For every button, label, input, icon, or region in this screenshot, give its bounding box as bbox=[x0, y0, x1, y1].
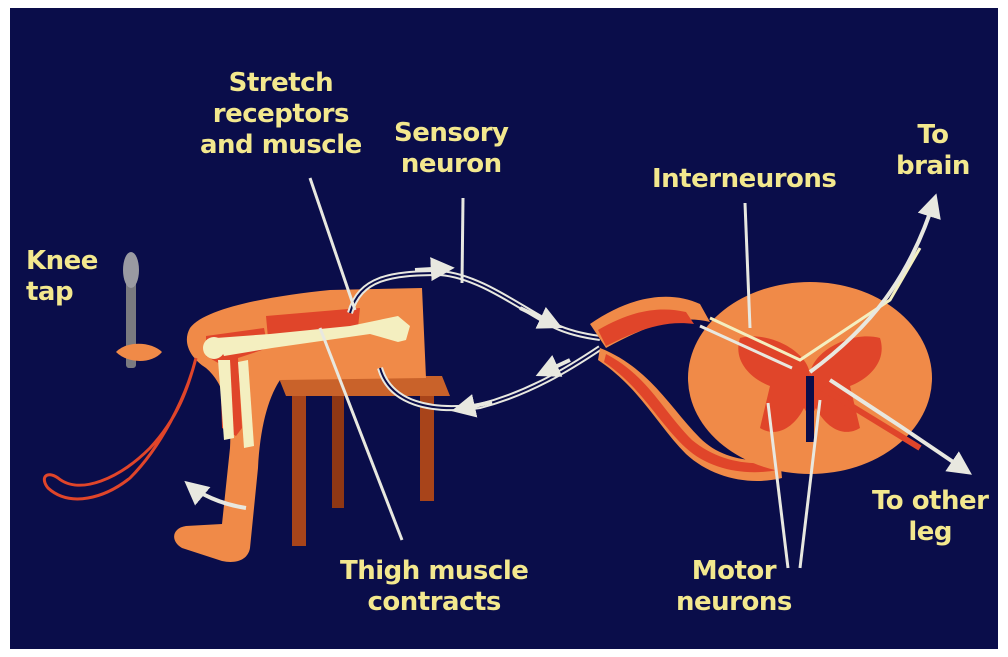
label-to-brain: To brain bbox=[896, 120, 970, 182]
spinal-cord bbox=[688, 282, 932, 474]
label-interneurons: Interneurons bbox=[652, 164, 836, 195]
label-motor-neurons: Motor neurons bbox=[676, 556, 792, 618]
label-to-other-leg: To other leg bbox=[872, 486, 988, 548]
label-knee-tap: Knee tap bbox=[26, 246, 98, 308]
label-stretch-receptors: Stretch receptors and muscle bbox=[200, 68, 362, 161]
label-thigh-muscle: Thigh muscle contracts bbox=[340, 556, 528, 618]
diagram-panel: Stretch receptors and muscle Sensory neu… bbox=[10, 8, 998, 649]
knee-hammer bbox=[116, 252, 162, 368]
label-sensory-neuron: Sensory neuron bbox=[394, 118, 508, 180]
reflex-arc-illustration bbox=[10, 8, 998, 649]
stool bbox=[278, 376, 450, 546]
